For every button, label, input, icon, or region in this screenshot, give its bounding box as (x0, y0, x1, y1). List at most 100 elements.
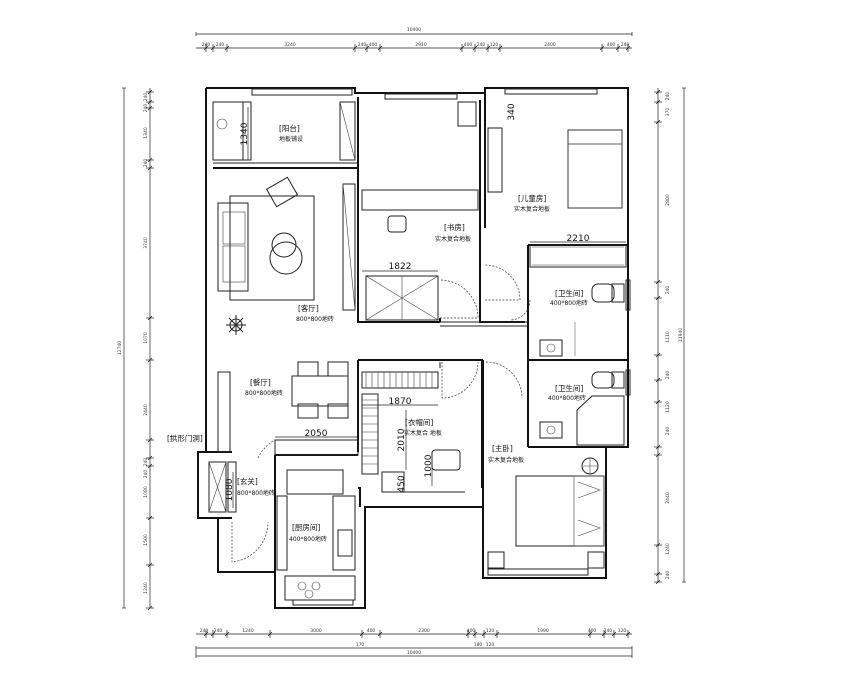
dim-bottom-seg: 400 (367, 628, 376, 634)
dim-study-width: 1822 (389, 262, 412, 272)
room-name-bath2: [卫生间] (555, 383, 583, 393)
dim-right-seg: 240 (665, 286, 671, 295)
dim-top-seg: 240 (477, 42, 486, 48)
dim-kids-width: 2210 (567, 234, 590, 244)
dim-bottom-seg: 120 (486, 628, 495, 634)
dim-entry-depth: 1080 (225, 478, 235, 501)
dim-bottom-sub: 180 (474, 642, 483, 648)
room-floor-balcony: 地板铺设 (279, 135, 303, 143)
dim-left-total: 12740 (117, 341, 123, 355)
dim-kids-window: 340 (507, 103, 517, 120)
dim-right-seg: 240 (665, 571, 671, 580)
dim-bottom-seg: 3000 (310, 628, 322, 634)
dim-balcony-depth: 1340 (240, 122, 250, 145)
windows (251, 88, 631, 606)
dim-left-seg: 240 (143, 458, 149, 467)
room-floor-kitchen: 400*800地砖 (289, 535, 327, 543)
dining-furniture (217, 361, 359, 456)
dim-top-seg: 2910 (415, 42, 427, 48)
dim-left-seg: 3740 (143, 237, 149, 249)
kitchen-furniture (208, 461, 356, 601)
dim-left-seg: 1240 (143, 582, 149, 594)
dim-bottom-seg: 240 (200, 628, 209, 634)
dim-top-seg: 120 (490, 42, 499, 48)
room-name-study: [书房] (444, 222, 465, 232)
dim-right-seg: 240 (665, 92, 671, 101)
dim-right-total: 11940 (678, 328, 684, 342)
dimension-top: 10400 240 240 3240 240 400 2910 400 240 … (195, 27, 633, 52)
dim-top-seg: 240 (358, 42, 367, 48)
dim-right-seg: 240 (665, 427, 671, 436)
dim-bottom-seg: 1990 (537, 628, 549, 634)
dim-bottom-sub: 170 (356, 642, 365, 648)
dim-closet-width: 1870 (389, 397, 412, 407)
dim-bottom-seg: 120 (618, 628, 627, 634)
dim-top-seg: 240 (202, 42, 211, 48)
dim-left-seg: 1500 (143, 534, 149, 546)
room-name-master: [主卧] (492, 443, 513, 453)
dim-desk-gap: 450 (397, 475, 407, 492)
dim-closet-depth: 2010 (397, 428, 407, 451)
dim-top-total: 10400 (407, 27, 421, 33)
dim-bottom-seg: 1240 (242, 628, 254, 634)
dim-left-seg: 240 (143, 104, 149, 113)
dimension-right: 11940 240 370 2800 240 1110 240 1120 240… (654, 87, 686, 585)
room-floor-closet: 实木复合 地板 (404, 429, 442, 437)
master-furniture (487, 457, 605, 569)
room-labels: [阳台] 地板铺设 [书房] 实木复合地板 [儿童房] 实木复合地板 [客厅] … (167, 123, 588, 543)
dim-top-seg: 2400 (544, 42, 556, 48)
room-name-bath1: [卫生间] (555, 288, 583, 298)
room-name-entry: [玄关] (237, 476, 258, 486)
dim-top-seg: 240 (216, 42, 225, 48)
bath1-fixtures (539, 283, 625, 357)
room-floor-bath1: 400*800地砖 (550, 299, 588, 307)
balcony-furniture (212, 101, 356, 161)
dim-left-seg: 1340 (143, 127, 149, 139)
room-floor-master: 实木复合地板 (488, 456, 524, 464)
dim-bottom-seg: 2300 (418, 628, 430, 634)
dim-left-seg: 1080 (143, 486, 149, 498)
study-furniture (361, 101, 503, 321)
room-floor-bath2: 400*800地砖 (548, 394, 586, 402)
room-name-dining: [餐厅] (250, 378, 271, 387)
room-floor-study: 实木复合地板 (435, 235, 471, 243)
dim-right-seg: 2800 (665, 194, 671, 206)
dimension-left: 12740 240 240 1340 240 3740 1070 2440 24… (117, 87, 154, 611)
dim-right-seg: 370 (665, 108, 671, 117)
room-name-balcony: [阳台] (279, 123, 300, 133)
dim-top-seg: 400 (464, 42, 473, 48)
dim-right-seg: 1120 (665, 401, 671, 413)
room-name-kids: [儿童房] (518, 193, 546, 203)
dim-bottom-total: 10400 (407, 650, 421, 656)
dim-top-seg: 3240 (284, 42, 296, 48)
room-floor-dining: 800*800地砖 (245, 389, 283, 397)
room-floor-living: 800*800地砖 (296, 315, 334, 323)
dim-bottom-seg: 400 (588, 628, 597, 634)
dim-top-seg: 400 (607, 42, 616, 48)
dim-left-seg: 240 (143, 470, 149, 479)
dim-right-seg: 2440 (665, 492, 671, 504)
room-name-arch: [拱形门洞] (167, 433, 203, 443)
room-floor-entry: 800*800地砖 (237, 489, 275, 497)
room-floor-kids: 实木复合地板 (514, 205, 550, 213)
dim-bottom-seg: 240 (214, 628, 223, 634)
dim-bottom-sub: 120 (486, 642, 495, 648)
dim-left-seg: 240 (143, 93, 149, 102)
walls (197, 87, 629, 609)
dim-top-seg: 400 (369, 42, 378, 48)
dim-dining-width: 2050 (305, 429, 328, 439)
dim-right-seg: 240 (665, 371, 671, 380)
dim-left-seg: 2440 (143, 404, 149, 416)
dim-left-seg: 240 (143, 159, 149, 168)
dimension-bottom: 240 240 1240 3000 400 2300 400 120 1990 … (195, 628, 633, 658)
doors (231, 264, 531, 563)
dim-desk-depth: 1000 (424, 454, 434, 477)
dim-bottom-seg: 400 (467, 628, 476, 634)
dim-right-seg: 1110 (665, 331, 671, 343)
room-name-closet: [衣帽间] (405, 417, 433, 427)
dim-right-seg: 1240 (665, 543, 671, 555)
living-furniture (217, 176, 356, 335)
interior-dims: 1340 1822 2210 1870 2010 2050 1000 450 1… (225, 103, 626, 508)
room-name-kitchen: [厨房间] (292, 522, 320, 532)
